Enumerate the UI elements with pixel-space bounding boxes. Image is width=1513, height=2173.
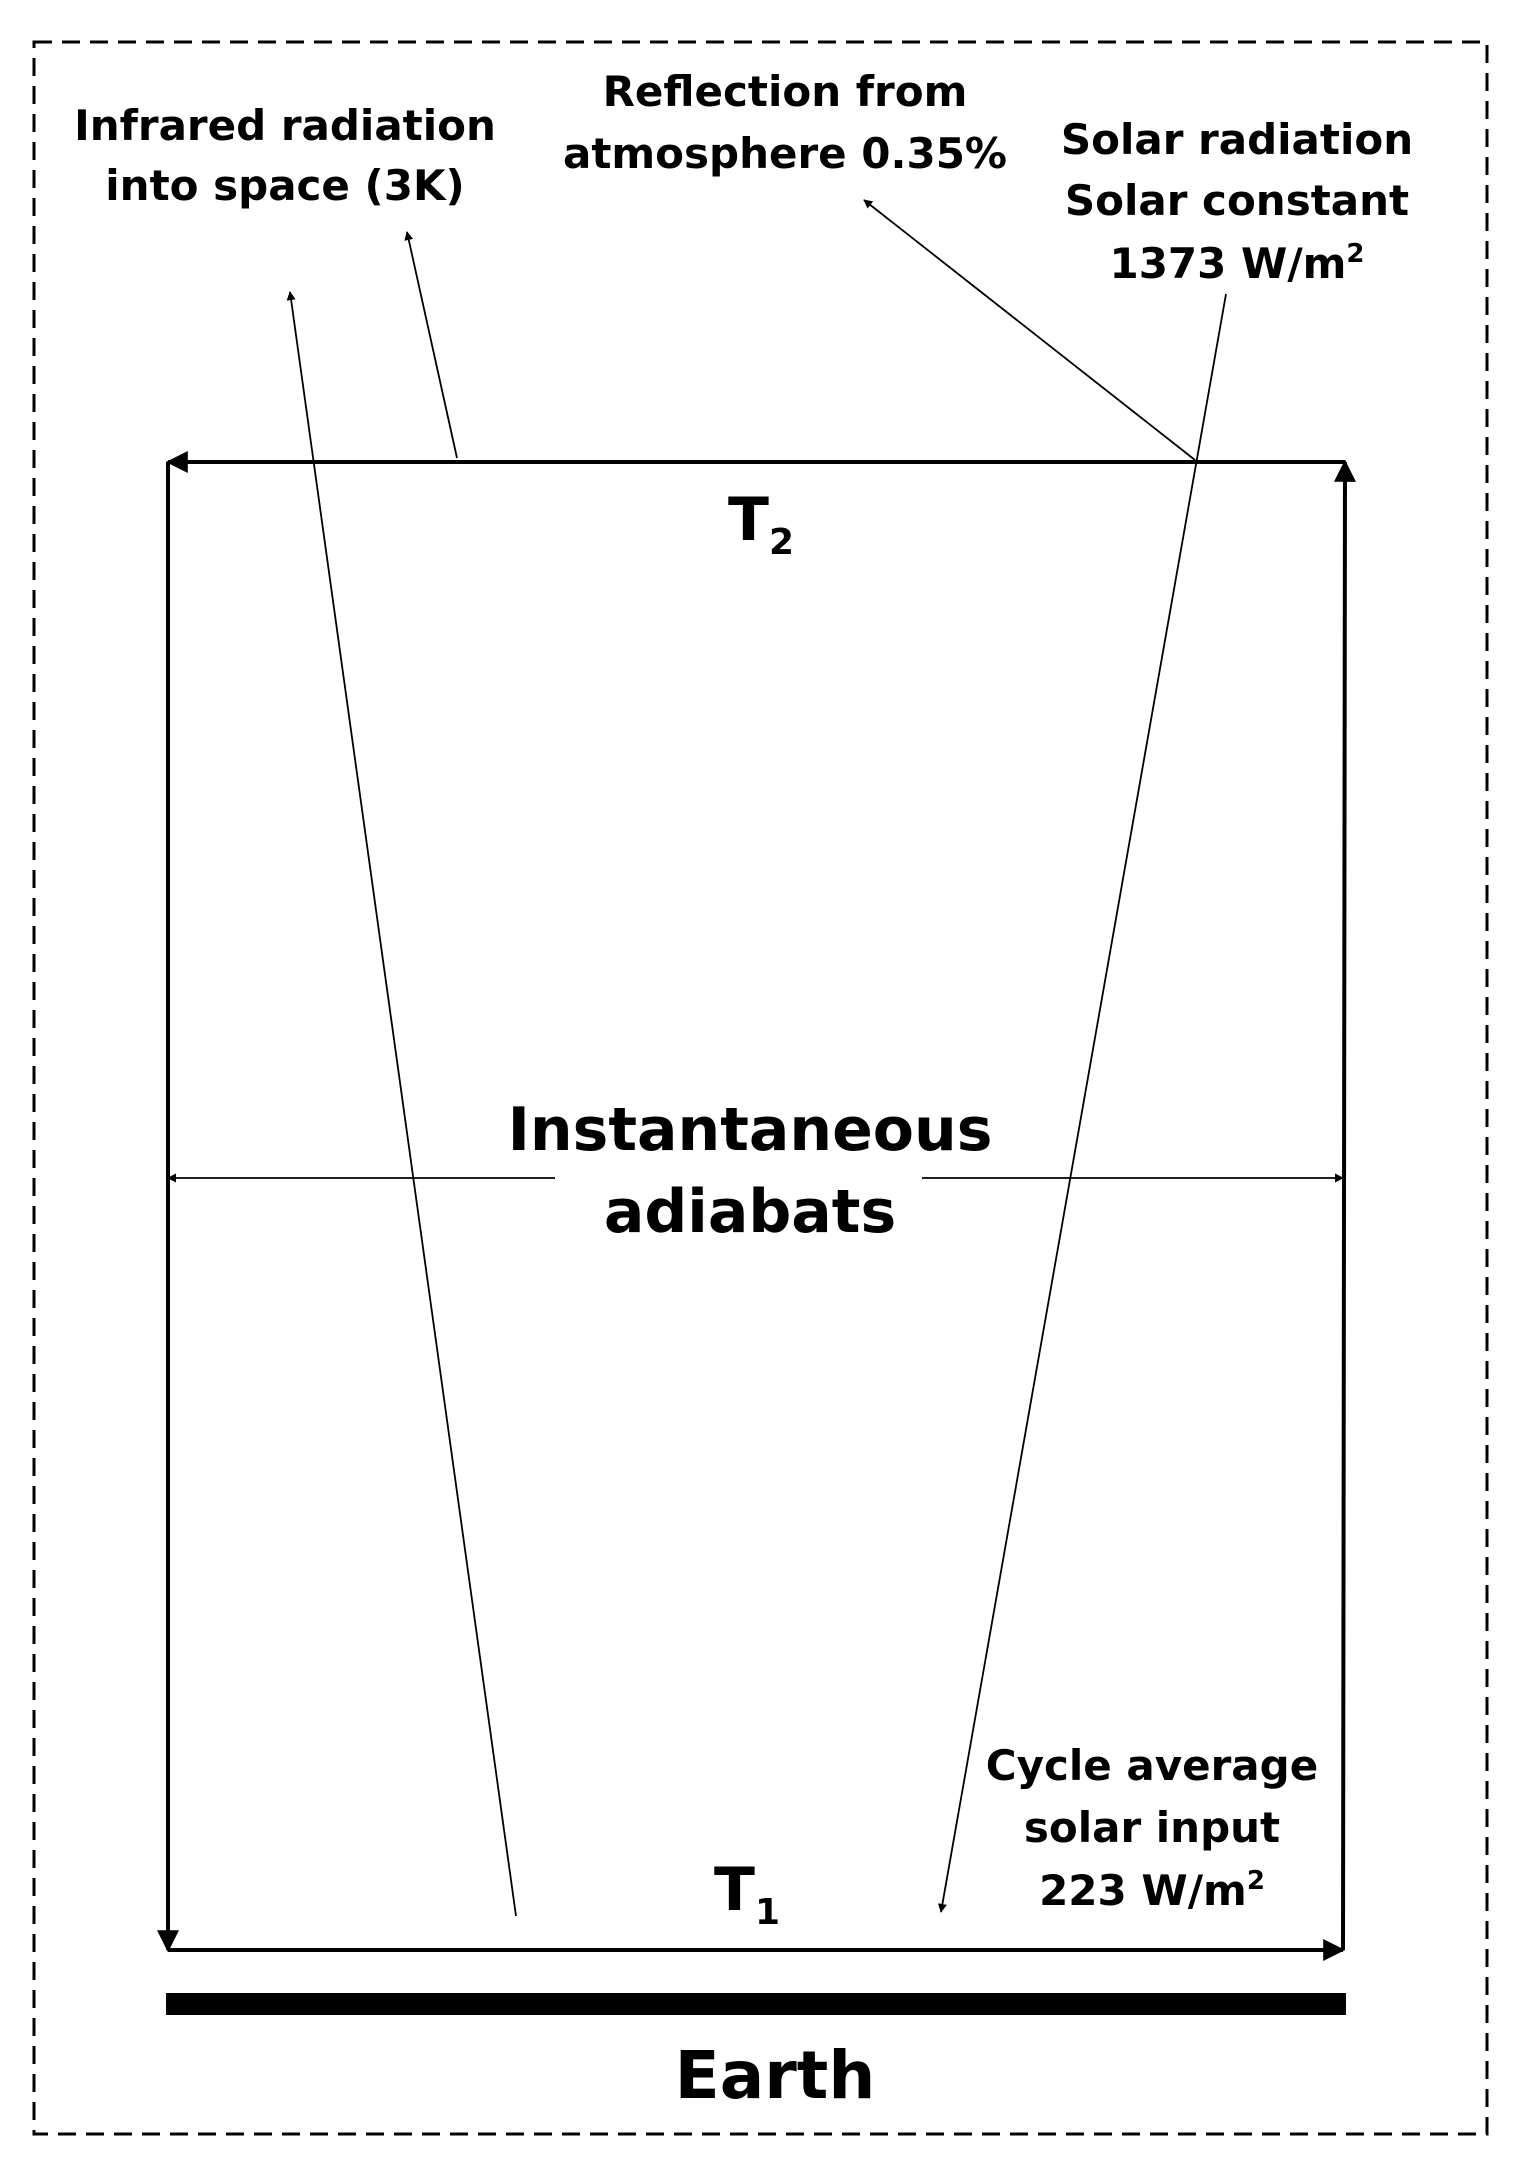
infrared-label-line1: Infrared radiation (74, 101, 496, 150)
reflection-arrow (863, 199, 1196, 461)
solar-radiation-arrow (937, 293, 1227, 1913)
reflection-label-line1: Reflection from (603, 67, 968, 116)
reflection-label-line2: atmosphere 0.35% (563, 129, 1007, 178)
outer-dashed-frame (32, 40, 1489, 2136)
t1-label: T1 (714, 1855, 780, 1933)
infrared-arrow-short (404, 231, 458, 459)
cycle-label-line1: Cycle average (986, 1741, 1318, 1790)
earth-surface-bar (166, 1993, 1346, 2015)
cycle-label-line2: solar input (1024, 1803, 1280, 1852)
solar-label-line1: Solar radiation (1061, 115, 1413, 164)
right-adiabat-arrow (1333, 459, 1356, 1951)
solar-constant-value: 1373 W/m2 (1109, 239, 1364, 288)
t2-label: T2 (728, 485, 794, 563)
solar-label-line2: Solar constant (1065, 176, 1409, 225)
adiabats-label-line1: Instantaneous (508, 1095, 993, 1165)
cycle-average-value: 223 W/m2 (1039, 1866, 1265, 1915)
earth-label: Earth (675, 2037, 876, 2114)
infrared-label-line2: into space (3K) (105, 161, 464, 210)
infrared-arrow-long (286, 291, 517, 1917)
adiabats-label-line2: adiabats (604, 1177, 896, 1247)
